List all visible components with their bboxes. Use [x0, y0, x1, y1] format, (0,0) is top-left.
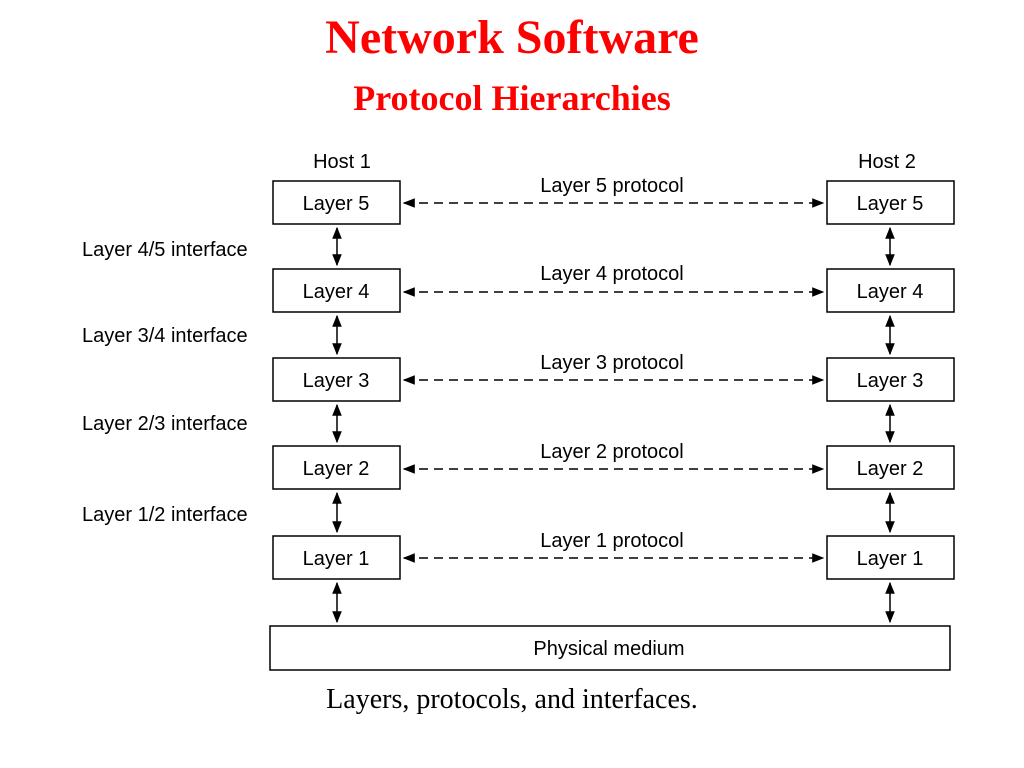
slide-title: Network Software [325, 11, 699, 64]
physical-medium-box: Physical medium [269, 625, 951, 671]
host-2-label: Host 2 [858, 151, 916, 173]
protocol-5-label: Layer 5 protocol [540, 175, 683, 197]
protocol-2: Layer 2 protocol [402, 441, 825, 474]
host-1-layer-3-box: Layer 3 [272, 357, 401, 402]
host-1-layer-4-box: Layer 4 [272, 268, 401, 313]
host-2-layer-5-box: Layer 5 [826, 180, 955, 225]
protocol-5: Layer 5 protocol [402, 175, 825, 208]
host-2-layer-2-label: Layer 2 [857, 458, 924, 480]
host-1-layer-4-label: Layer 4 [303, 281, 370, 303]
protocol-4: Layer 4 protocol [402, 263, 825, 297]
protocol-2-label: Layer 2 protocol [540, 441, 683, 463]
host-1-layer-5-box: Layer 5 [272, 180, 401, 225]
protocol-1: Layer 1 protocol [402, 530, 825, 563]
host-2-layer-1-box: Layer 1 [826, 535, 955, 580]
host-2-layer-2-box: Layer 2 [826, 445, 955, 490]
host-1-label: Host 1 [313, 151, 371, 173]
host-1-layer-2-box: Layer 2 [272, 445, 401, 490]
interface-4-5-label: Layer 4/5 interface [82, 239, 248, 261]
protocol-3: Layer 3 protocol [402, 352, 825, 385]
protocol-4-label: Layer 4 protocol [540, 263, 683, 285]
interface-3-4-label: Layer 3/4 interface [82, 325, 248, 347]
slide-subtitle: Protocol Hierarchies [353, 78, 671, 118]
host-1-layer-1-label: Layer 1 [303, 548, 370, 570]
host-1-layer-2-label: Layer 2 [303, 458, 370, 480]
host-2-layer-1-label: Layer 1 [857, 548, 924, 570]
host-2-layer-3-box: Layer 3 [826, 357, 955, 402]
physical-medium-label: Physical medium [533, 638, 684, 660]
host-2-layer-3-label: Layer 3 [857, 370, 924, 392]
host-1-layer-3-label: Layer 3 [303, 370, 370, 392]
host-1-layer-5-label: Layer 5 [303, 193, 370, 215]
host-2-layer-4-box: Layer 4 [826, 268, 955, 313]
diagram-caption: Layers, protocols, and interfaces. [326, 684, 698, 715]
protocol-3-label: Layer 3 protocol [540, 352, 683, 374]
host-2-layer-4-label: Layer 4 [857, 281, 924, 303]
interface-2-3-label: Layer 2/3 interface [82, 413, 248, 435]
host-1-layer-1-box: Layer 1 [272, 535, 401, 580]
interface-1-2-label: Layer 1/2 interface [82, 504, 248, 526]
host-2-layer-5-label: Layer 5 [857, 193, 924, 215]
protocol-1-label: Layer 1 protocol [540, 530, 683, 552]
